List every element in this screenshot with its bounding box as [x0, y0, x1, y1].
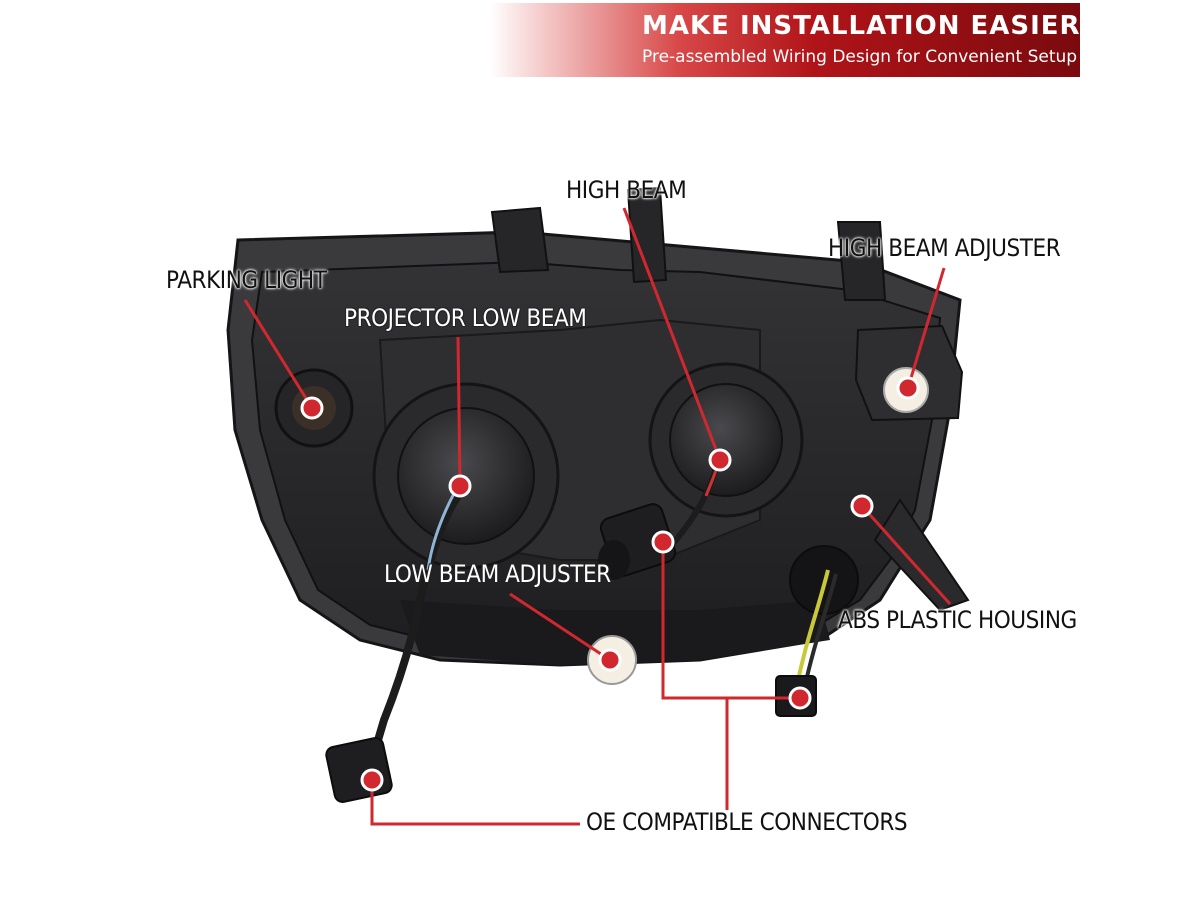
banner-subtitle: Pre-assembled Wiring Design for Convenie… [642, 47, 1078, 67]
dot-high-beam [708, 448, 732, 472]
callout-dots [300, 376, 920, 792]
connector-left [325, 737, 393, 803]
headlight-housing [226, 186, 970, 667]
dot-high-beam-adjuster [896, 376, 920, 400]
projector-low-beam-bulb [372, 382, 560, 570]
dot-abs-housing [850, 494, 874, 518]
label-high-beam: HIGH BEAM [566, 176, 687, 204]
dot-low-beam-adjuster [598, 648, 622, 672]
high-beam-adjuster-block [854, 324, 964, 422]
dot-connector-center [651, 530, 675, 554]
label-low-beam-adjuster: LOW BEAM ADJUSTER [384, 560, 611, 588]
connector-center [598, 503, 677, 580]
label-abs-plastic-housing: ABS PLASTIC HOUSING [838, 606, 1077, 634]
banner-title: MAKE INSTALLATION EASIER [642, 11, 1081, 41]
callout-leader-lines [243, 207, 952, 826]
dot-connector-right [788, 686, 812, 710]
dot-projector-low-beam [448, 474, 472, 498]
dot-connector-left [360, 768, 384, 792]
label-projector-low-beam: PROJECTOR LOW BEAM [344, 304, 587, 332]
label-parking-light: PARKING LIGHT [166, 266, 327, 294]
dot-parking-light [300, 396, 324, 420]
header-banner: MAKE INSTALLATION EASIER Pre-assembled W… [490, 3, 1080, 77]
label-oe-compatible-connectors: OE COMPATIBLE CONNECTORS [586, 808, 908, 836]
high-beam-bulb [648, 362, 804, 518]
label-high-beam-adjuster: HIGH BEAM ADJUSTER [828, 234, 1061, 262]
